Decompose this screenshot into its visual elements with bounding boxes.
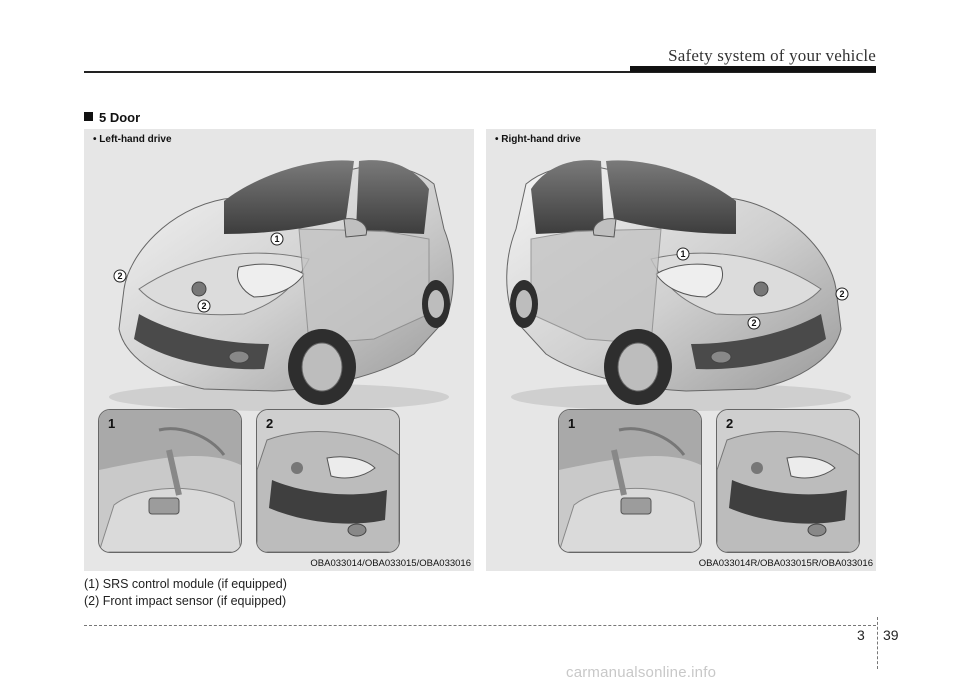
section-heading-text: 5 Door (99, 110, 141, 125)
caption-srs-control-module: (1) SRS control module (if equipped) (84, 577, 287, 591)
callout-1: 1 (680, 249, 685, 259)
footer-separator (877, 617, 878, 669)
srs-module-illustration (559, 410, 701, 552)
car-illustration: 1 2 2 (109, 160, 454, 411)
inset-number: 1 (568, 416, 576, 431)
header-rule (84, 71, 876, 73)
header-rule-accent (630, 66, 876, 72)
square-bullet-icon (84, 112, 93, 121)
impact-sensor-illustration (257, 410, 399, 552)
inset-srs-control-module: 1 (558, 409, 702, 553)
watermark: carmanualsonline.info (566, 664, 717, 681)
page-number: 39 (883, 627, 899, 643)
chapter-number: 3 (857, 627, 865, 643)
section-heading: 5 Door (84, 110, 140, 125)
image-code: OBA033014R/OBA033015R/OBA033016 (698, 558, 873, 569)
left-hand-drive-panel: • Left-hand drive 1 2 2 (84, 129, 474, 571)
callout-2: 2 (839, 289, 844, 299)
callout-2: 2 (201, 301, 206, 311)
inset-front-impact-sensor: 2 (716, 409, 860, 553)
inset-number: 2 (266, 416, 274, 431)
drive-label: • Left-hand drive (93, 134, 172, 145)
impact-sensor-illustration (717, 410, 859, 552)
page-section-title: Safety system of your vehicle (668, 46, 876, 65)
inset-front-impact-sensor: 2 (256, 409, 400, 553)
inset-srs-control-module: 1 (98, 409, 242, 553)
footer-rule (84, 625, 876, 626)
drive-label: • Right-hand drive (495, 134, 581, 145)
callout-2: 2 (751, 318, 756, 328)
callout-1: 1 (274, 234, 279, 244)
image-code: OBA033014/OBA033015/OBA033016 (310, 558, 471, 569)
callout-2: 2 (117, 271, 122, 281)
inset-number: 2 (726, 416, 734, 431)
car-illustration: 1 2 2 (506, 160, 851, 411)
caption-front-impact-sensor: (2) Front impact sensor (if equipped) (84, 594, 287, 608)
inset-number: 1 (108, 416, 116, 431)
srs-module-illustration (99, 410, 241, 552)
right-hand-drive-panel: • Right-hand drive (486, 129, 876, 571)
